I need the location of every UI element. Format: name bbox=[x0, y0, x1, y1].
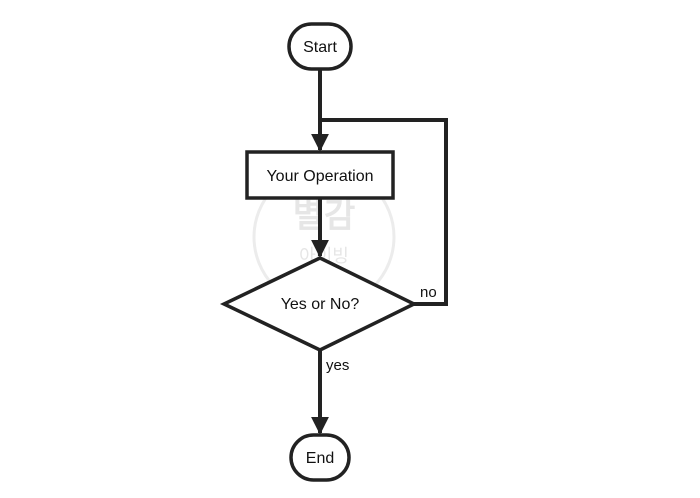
operation-label: Your Operation bbox=[266, 168, 373, 185]
node-start: Start bbox=[287, 22, 353, 71]
start-terminal-shape bbox=[287, 22, 353, 71]
decision-label: Yes or No? bbox=[281, 296, 360, 313]
end-label: End bbox=[306, 450, 334, 467]
node-decision: Yes or No? bbox=[219, 256, 418, 352]
node-end: End bbox=[289, 433, 351, 482]
edge-label-no: no bbox=[420, 284, 437, 301]
edge-label-yes: yes bbox=[326, 357, 349, 374]
watermark-title: 별감 bbox=[293, 196, 356, 236]
operation-process-shape bbox=[245, 150, 395, 200]
end-terminal-shape bbox=[289, 433, 351, 482]
decision-diamond-shape bbox=[219, 256, 418, 352]
start-label: Start bbox=[303, 39, 337, 56]
node-operation: Your Operation bbox=[245, 150, 395, 200]
edge-decision-no-loop bbox=[320, 118, 448, 306]
